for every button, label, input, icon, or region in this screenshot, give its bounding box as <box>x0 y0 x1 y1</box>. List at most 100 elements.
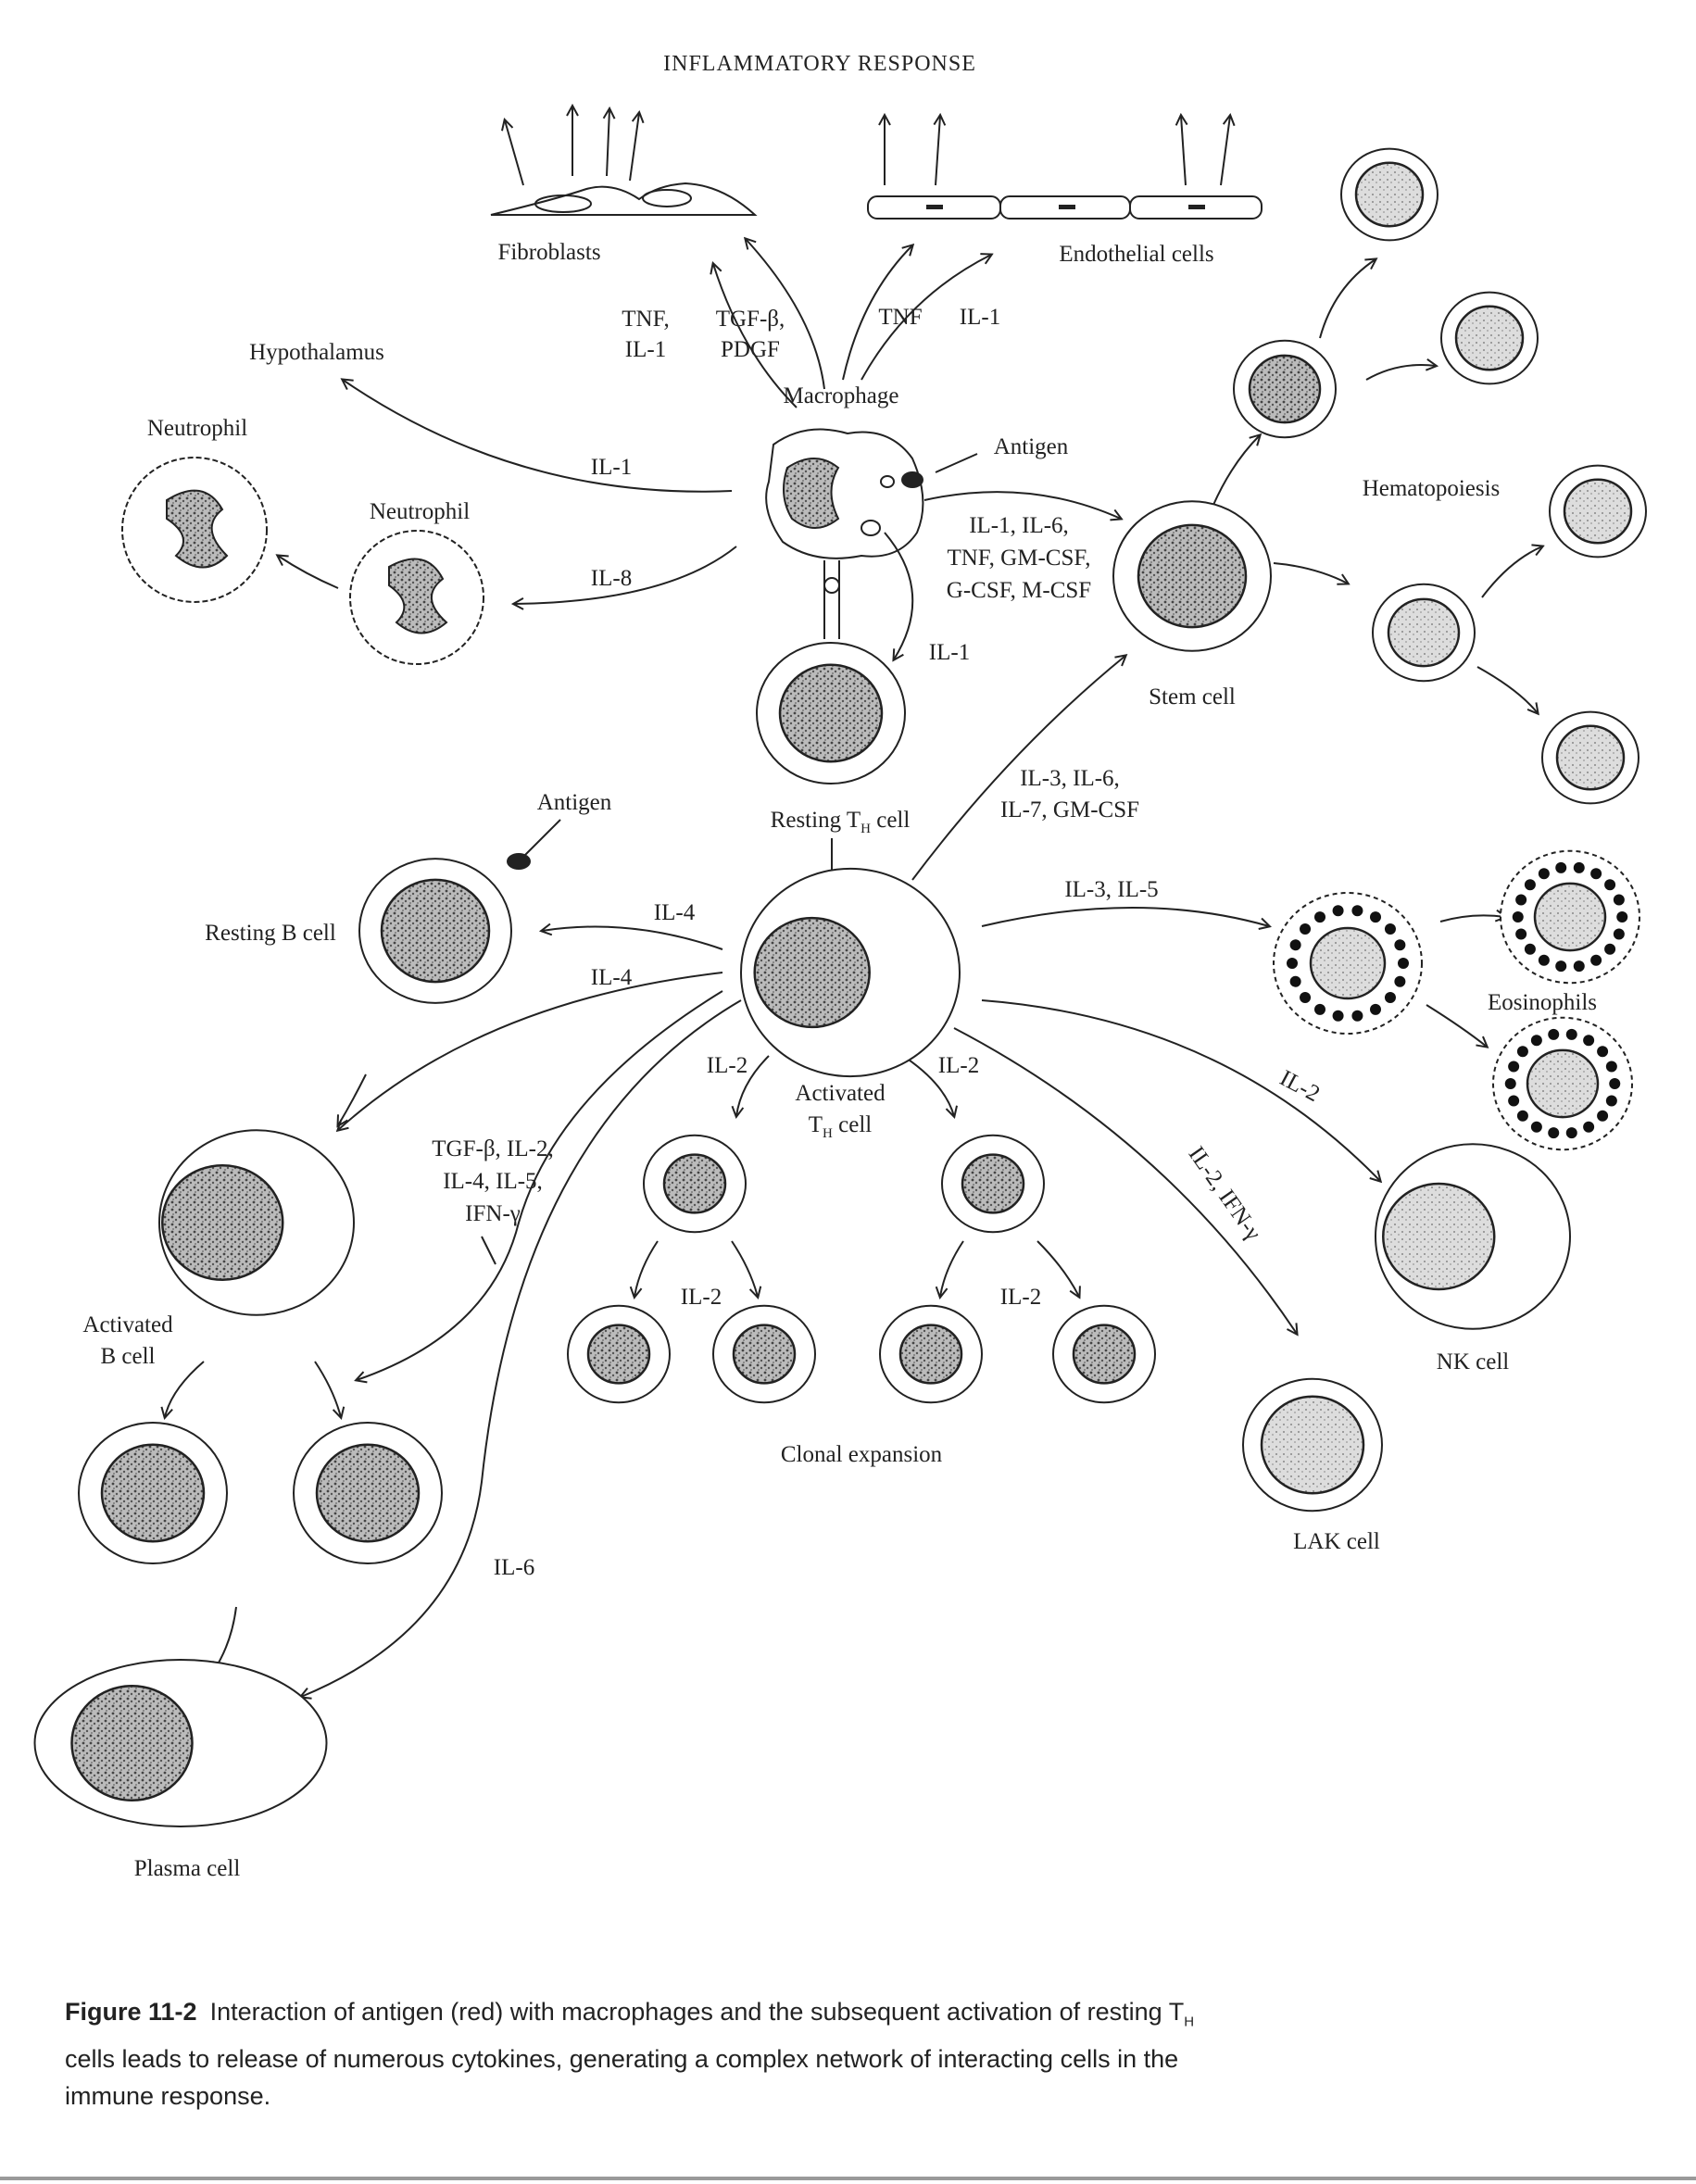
cytokine-label-pdgf: PDGF <box>721 337 780 362</box>
antigen-label-macrophage: Antigen <box>994 434 1069 459</box>
granule <box>1504 1078 1516 1089</box>
caption-text-1: Interaction of antigen (red) with macrop… <box>209 1998 1185 2026</box>
granule <box>1351 905 1363 917</box>
cytokine-label-il1-th: IL-1 <box>929 640 970 665</box>
granule <box>1565 1028 1577 1040</box>
cytokine-label-il4-b: IL-4 <box>591 965 633 990</box>
granule <box>1605 1061 1617 1073</box>
granule <box>1512 911 1524 923</box>
neutrophil-cell-1 <box>121 457 268 603</box>
antigen-label-b: Antigen <box>537 790 612 815</box>
granule <box>1590 954 1602 966</box>
activated-b-cell-label-2: B cell <box>100 1344 155 1369</box>
b-cell <box>78 1422 228 1564</box>
cytokine-label-tnf: TNF, <box>622 307 669 332</box>
hypothalamus-label: Hypothalamus <box>249 340 384 365</box>
granule <box>1332 905 1344 917</box>
resting-b-cell-label: Resting B cell <box>205 921 336 946</box>
granule <box>1530 1121 1542 1133</box>
cytokine-label-b-2: IL-4, IL-5, <box>443 1169 543 1194</box>
activated-b-cell-label-1: Activated <box>82 1312 173 1337</box>
granule <box>1573 960 1585 973</box>
granule <box>1548 1028 1560 1040</box>
granule <box>1604 943 1616 955</box>
granule <box>1300 992 1312 1004</box>
granule <box>1508 1095 1520 1107</box>
granule <box>1583 1035 1595 1047</box>
fibroblasts-drawing <box>490 107 758 216</box>
figure-caption: Figure 11-2 Interaction of antigen (red) … <box>65 1993 1223 2115</box>
resting-b-cell <box>358 858 512 1004</box>
activated-b-cell <box>158 1129 355 1316</box>
granule <box>1597 1110 1609 1122</box>
clonal-expansion-label: Clonal expansion <box>781 1442 943 1467</box>
neutrophil-cell-2 <box>349 530 484 665</box>
cytokine-label-il6: IL-6 <box>494 1555 534 1580</box>
eosinophil-cell <box>1273 892 1423 1035</box>
activated-th-label-2: TH cell <box>809 1112 873 1141</box>
granule <box>1524 879 1536 891</box>
cytokine-label-stem-1: IL-1, IL-6, <box>969 513 1069 538</box>
figure-number: Figure 11-2 <box>65 1998 197 2026</box>
granule <box>1515 928 1527 940</box>
hematopoiesis-cell <box>1440 291 1539 385</box>
granule <box>1384 992 1396 1004</box>
granule <box>1508 1061 1520 1073</box>
hematopoiesis-cell <box>1340 147 1438 242</box>
cytokine-label-il1-endothelial: IL-1 <box>960 305 1000 330</box>
caption-text-2: cells leads to release of numerous cytok… <box>65 2045 1179 2111</box>
granule <box>1516 1110 1528 1122</box>
cytokine-label-il3-il5: IL-3, IL-5 <box>1064 877 1158 902</box>
granule <box>1384 923 1396 935</box>
lak-cell <box>1242 1377 1383 1512</box>
granule <box>1613 928 1625 940</box>
cytokine-label-il8: IL-8 <box>591 566 632 591</box>
granule <box>1605 1095 1617 1107</box>
neutrophil-label-2: Neutrophil <box>370 499 470 524</box>
granule <box>1565 1127 1577 1139</box>
page-edge <box>0 2177 1696 2180</box>
resting-th-cell <box>756 642 906 784</box>
granule <box>1597 1046 1609 1058</box>
cytokine-label-stem-3: G-CSF, M-CSF <box>947 578 1091 603</box>
granule <box>1394 975 1406 987</box>
granule <box>1515 894 1527 906</box>
endothelial-cells-label: Endothelial cells <box>1059 242 1213 267</box>
granule <box>1314 911 1325 923</box>
granule <box>1524 943 1536 955</box>
granule <box>1332 1010 1344 1022</box>
cytokine-label-tgf-beta: TGF-β, <box>716 307 785 332</box>
cytokine-label-th-stem-2: IL-7, GM-CSF <box>1000 797 1139 822</box>
caption-subscript: H <box>1184 2014 1195 2030</box>
granule <box>1609 1078 1621 1089</box>
cytokine-label-il1: IL-1 <box>625 337 666 362</box>
cytokine-label-il2-right: IL-2 <box>938 1053 979 1078</box>
clonal-cell <box>941 1134 1045 1234</box>
granule <box>1530 1035 1542 1047</box>
granule <box>1538 954 1550 966</box>
cytokine-label-stem-2: TNF, GM-CSF, <box>947 546 1090 571</box>
cytokine-label-th-stem-1: IL-3, IL-6, <box>1020 766 1120 791</box>
granule <box>1289 939 1301 951</box>
cytokine-label-tnf-endothelial: TNF <box>878 305 922 330</box>
cytokine-label-b-1: TGF-β, IL-2, <box>432 1136 553 1161</box>
lak-cell-label: LAK cell <box>1293 1529 1380 1554</box>
neutrophil-label-1: Neutrophil <box>147 416 247 441</box>
activated-th-label-1: Activated <box>795 1081 886 1106</box>
activated-th-cell <box>740 867 961 1078</box>
eosinophil-cell <box>1500 849 1640 985</box>
granule <box>1394 939 1406 951</box>
fibroblasts-label: Fibroblasts <box>497 240 600 265</box>
macrophage-label: Macrophage <box>784 383 899 408</box>
granule <box>1398 958 1409 969</box>
granule <box>1314 1003 1325 1015</box>
granule <box>1516 1046 1528 1058</box>
granule <box>1590 868 1602 880</box>
granule <box>1613 894 1625 906</box>
plasma-cell <box>33 1659 328 1827</box>
clonal-cell <box>712 1304 816 1404</box>
granule <box>1583 1121 1595 1133</box>
granule <box>1548 1127 1560 1139</box>
cytokine-label-b-3: IFN-γ <box>465 1201 521 1226</box>
